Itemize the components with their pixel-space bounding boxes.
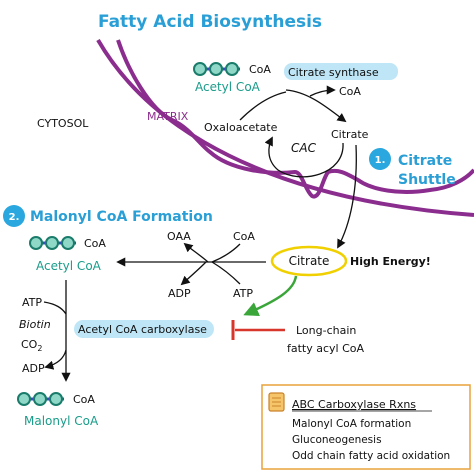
biotin-label: Biotin: [19, 318, 51, 331]
malonyl-coa-molecule-icon: [17, 392, 64, 406]
mitochondria-inner-membrane: [116, 39, 474, 199]
citrate-shuttle-arrow: [337, 144, 357, 249]
note-book-icon: [268, 392, 285, 412]
step2-badge: [3, 205, 25, 227]
co2-text: CO: [21, 338, 38, 351]
atp-in-arrow: [211, 261, 241, 285]
citrate-synthase-highlight: [284, 63, 398, 80]
step1-line1: Citrate: [398, 153, 452, 169]
note-item-1: Malonyl CoA formation: [292, 418, 411, 430]
high-energy-label: High Energy!: [350, 255, 431, 268]
co2-subscript: 2: [37, 344, 42, 353]
citrate-synthase-label: Citrate synthase: [288, 66, 379, 79]
coa-release-arrow: [309, 85, 336, 97]
cytosol-acetyl-coa-molecule-icon: [29, 236, 76, 250]
oxaloacetate-label: Oxaloacetate: [204, 121, 278, 134]
step1-number: 1.: [375, 155, 386, 166]
atp-consume-arrow: [43, 301, 67, 315]
citrate-activation-arrow: [243, 275, 298, 317]
matrix-citrate-label: Citrate: [331, 128, 369, 141]
oaa-condense-arrow: [239, 91, 287, 121]
step2-label: Malonyl CoA Formation: [30, 209, 213, 225]
oaa-label: OAA: [167, 230, 191, 243]
matrix-acetyl-coa-label: Acetyl CoA: [195, 80, 261, 94]
atp-label: ATP: [233, 287, 253, 300]
adp-label: ADP: [168, 287, 191, 300]
cytosol-coa-label: CoA: [84, 237, 106, 250]
co2-label: CO2: [21, 338, 42, 353]
cytosol-citrate-label: Citrate: [289, 254, 330, 268]
note-item-3: Odd chain fatty acid oxidation: [292, 450, 450, 462]
diagram-title: Fatty Acid Biosynthesis: [98, 12, 322, 32]
step2-number: 2.: [9, 212, 20, 223]
cytosol-acetyl-coa-label: Acetyl CoA: [36, 259, 102, 273]
acc-highlight: [74, 320, 214, 338]
malonyl-coa-label: Malonyl CoA: [24, 414, 99, 428]
carbox-atp-label: ATP: [22, 296, 42, 309]
note-item-2: Gluconeogenesis: [292, 434, 382, 446]
note-title: ABC Carboxylase Rxns: [292, 398, 416, 411]
cac-cycle-arrow: [264, 136, 344, 178]
citrate-synthase-arrow: [285, 89, 347, 123]
matrix-label: MATRIX: [147, 110, 189, 123]
malonyl-coa-coa-label: CoA: [73, 393, 95, 406]
inhibitor-line1: Long-chain: [296, 324, 356, 337]
step1-badge: [369, 148, 391, 170]
inhibitor-line2: fatty acyl CoA: [287, 342, 365, 355]
coa-in-label: CoA: [233, 230, 255, 243]
step1-line2: Shuttle: [398, 172, 456, 188]
cytosol-label: CYTOSOL: [37, 117, 89, 130]
adp-release-arrow: [180, 261, 207, 286]
matrix-coa-released-label: CoA: [339, 85, 361, 98]
carbox-adp-label: ADP: [22, 362, 45, 375]
mitochondria-outer-membrane: [96, 38, 474, 217]
note-box: [261, 384, 471, 470]
cytosol-citrate-oval: [270, 245, 348, 277]
acetyl-coa-molecule-icon: [193, 62, 240, 76]
acc-enzyme-label: Acetyl CoA carboxylase: [78, 323, 207, 336]
cac-label: CAC: [291, 141, 317, 155]
oaa-release-arrow: [183, 242, 209, 263]
coa-in-arrow: [211, 243, 241, 263]
matrix-coa-label: CoA: [249, 63, 271, 76]
adp-release-carbox-arrow: [44, 349, 67, 370]
